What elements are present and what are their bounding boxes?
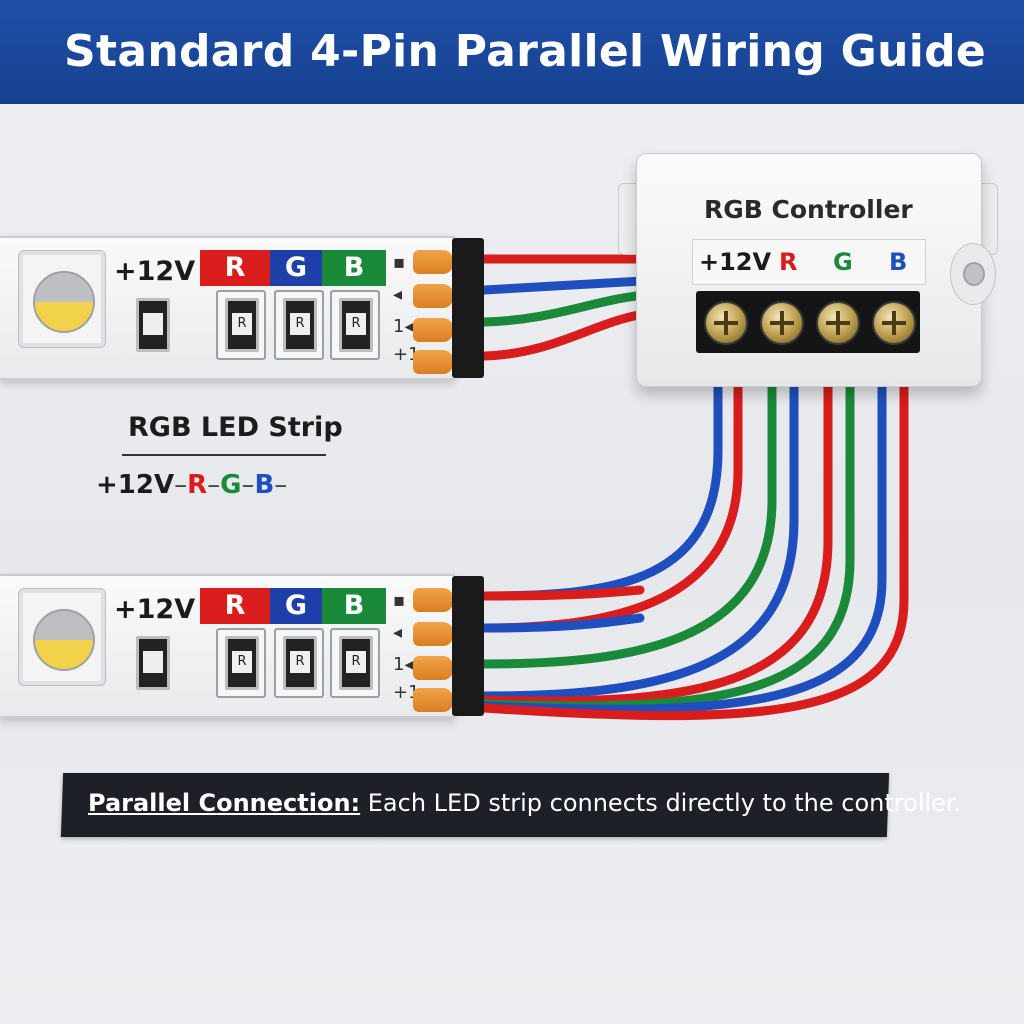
controller-label: RGB Controller <box>704 195 913 224</box>
strip-voltage-label: +12V <box>114 594 196 625</box>
strip-mark: +1 <box>393 682 420 703</box>
note-key: Parallel Connection: <box>88 789 361 817</box>
solder-pad <box>413 656 453 680</box>
page-title: Standard 4-Pin Parallel Wiring Guide <box>64 26 987 77</box>
terminal-label-g: G <box>833 248 853 276</box>
note-text: Parallel Connection: Each LED strip conn… <box>88 789 961 817</box>
legend-g: G <box>220 470 242 500</box>
rgb-controller: RGB Controller +12V R G B <box>618 153 998 387</box>
screw-icon <box>704 301 748 345</box>
screw-icon <box>872 301 916 345</box>
terminal-label-r: R <box>779 248 798 276</box>
solder-pad <box>413 284 453 308</box>
solder-pad <box>413 250 453 274</box>
strip-mark: ▪ <box>393 590 406 611</box>
title-banner: Standard 4-Pin Parallel Wiring Guide <box>0 0 1024 104</box>
terminal-label-12v: +12V <box>699 248 772 276</box>
solder-pad <box>413 688 453 712</box>
strip-mark: 1◂ <box>393 316 414 337</box>
solder-pad <box>413 588 453 612</box>
resistor <box>136 298 170 352</box>
wire-bottom-3 <box>479 345 777 669</box>
screw-icon <box>760 301 804 345</box>
legend-underline <box>122 454 326 456</box>
resistor: R <box>225 636 259 690</box>
resistor <box>136 636 170 690</box>
wire-top-blue <box>479 275 665 295</box>
wire-bottom-8 <box>479 345 909 721</box>
wire-bottom-1r <box>479 585 645 601</box>
strip-label-g: G <box>270 250 322 286</box>
wire-connector <box>452 238 484 378</box>
strip-voltage-label: +12V <box>114 256 196 287</box>
solder-pad <box>413 350 453 374</box>
strip-label-b: B <box>322 250 386 286</box>
led-strip-bottom: +12V R G B R R R ▪ ◂ 1◂ +1 <box>0 574 484 718</box>
wire-bottom-2b <box>479 613 645 633</box>
note-body: Each LED strip connects directly to the … <box>360 789 962 817</box>
mounting-hole <box>950 243 996 305</box>
resistor: R <box>283 636 317 690</box>
rgb-led-chip <box>18 588 106 686</box>
terminal-label-b: B <box>889 248 908 276</box>
legend-pin-order: +12V–R–G–B– <box>96 470 288 500</box>
strip-mark: ▪ <box>393 252 406 273</box>
wire-connector <box>452 576 484 716</box>
strip-mark: 1◂ <box>393 654 414 675</box>
strip-mark: ◂ <box>393 622 403 643</box>
wire-bottom-7 <box>479 345 887 714</box>
legend-b: B <box>254 470 275 500</box>
legend-title: RGB LED Strip <box>128 412 343 443</box>
resistor: R <box>283 298 317 352</box>
led-strip-top: +12V R G B R R R ▪ ◂ 1◂ +1 <box>0 236 484 380</box>
resistor: R <box>225 298 259 352</box>
solder-pad <box>413 622 453 646</box>
wire-bottom-5 <box>479 345 833 706</box>
strip-label-r: R <box>200 588 270 624</box>
strip-mark: ◂ <box>393 284 403 305</box>
resistor: R <box>339 298 373 352</box>
resistor: R <box>339 636 373 690</box>
screw-icon <box>816 301 860 345</box>
wire-bottom-4 <box>479 345 799 701</box>
legend-r: R <box>187 470 208 500</box>
strip-label-b: B <box>322 588 386 624</box>
terminal-labels: +12V R G B <box>692 239 926 285</box>
legend-12v: +12V <box>96 470 175 500</box>
strip-label-g: G <box>270 588 322 624</box>
strip-mark: +1 <box>393 344 420 365</box>
solder-pad <box>413 318 453 342</box>
strip-label-r: R <box>200 250 270 286</box>
rgb-led-chip <box>18 250 106 348</box>
screw-terminal-block <box>696 291 920 353</box>
